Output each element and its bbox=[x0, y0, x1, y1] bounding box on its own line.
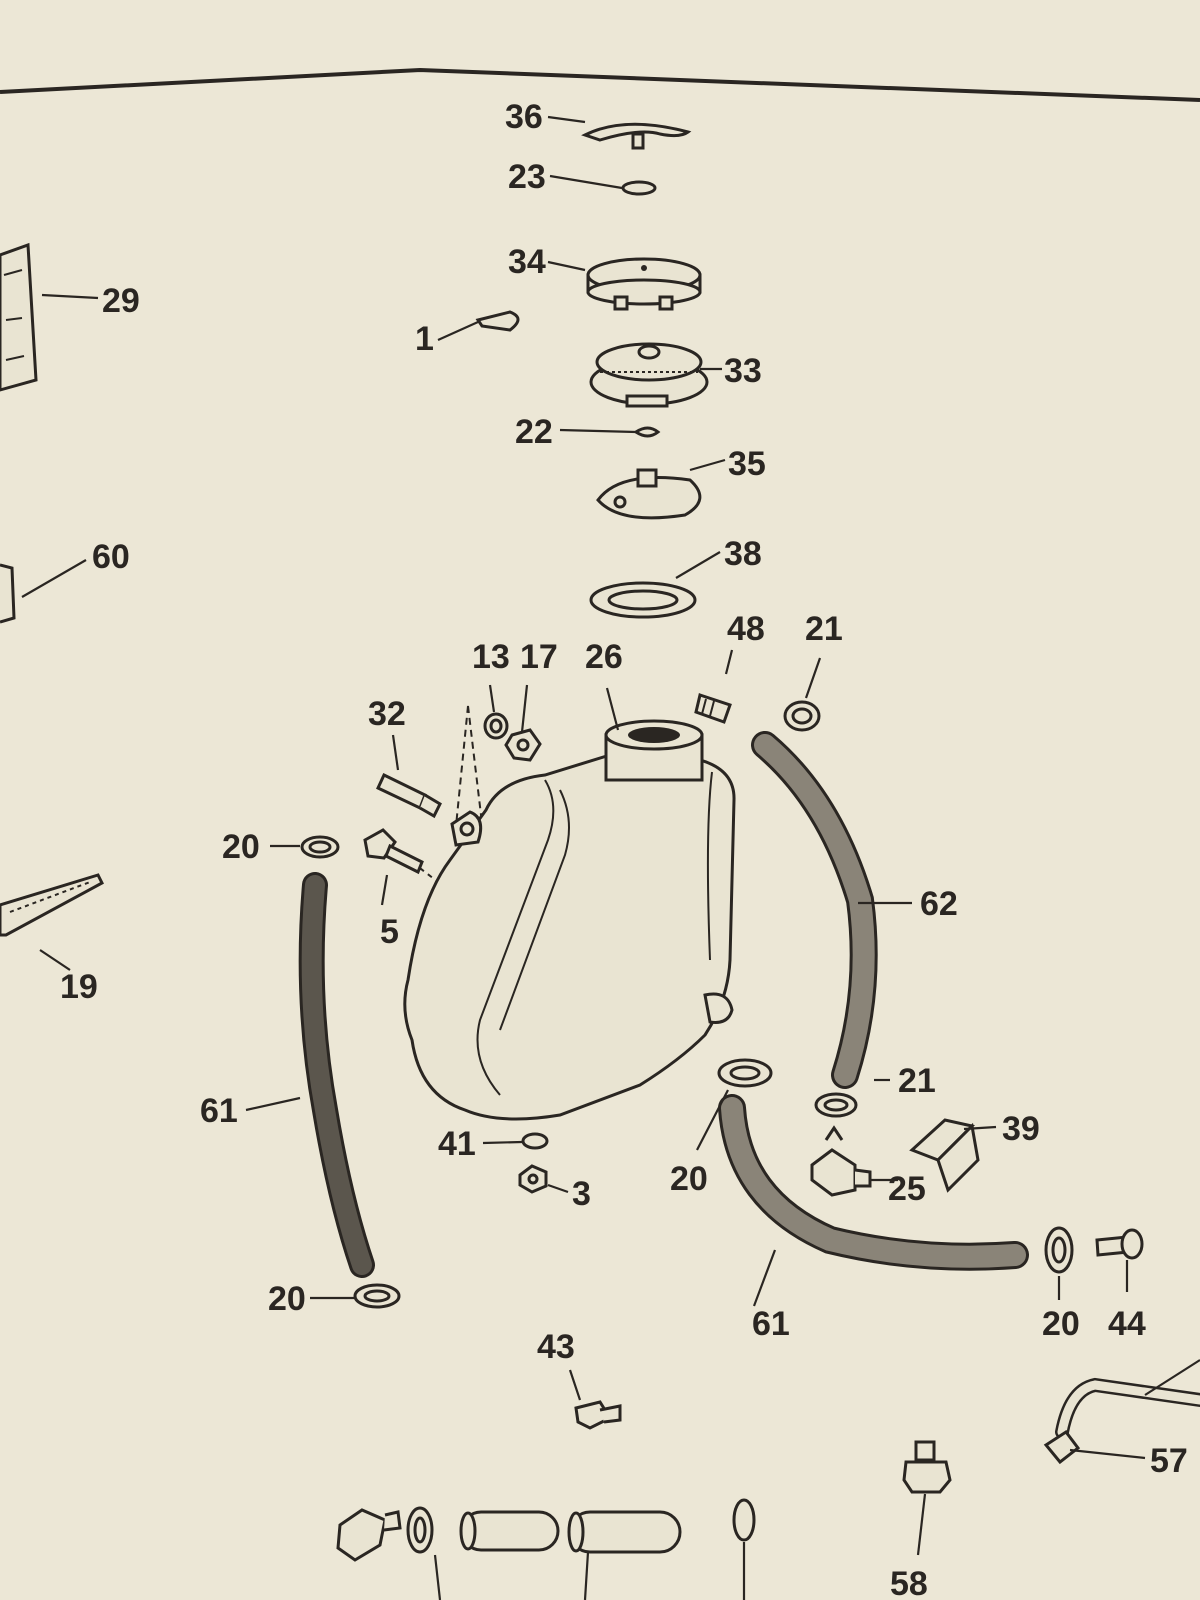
callout-21-lower: 21 bbox=[898, 1062, 936, 1100]
callout-25: 25 bbox=[888, 1170, 926, 1208]
clip-22 bbox=[633, 426, 661, 438]
gasket-38 bbox=[589, 581, 697, 619]
hose-61-left bbox=[298, 872, 375, 1278]
callout-22: 22 bbox=[515, 413, 553, 451]
bottom-clamp bbox=[406, 1506, 434, 1554]
callout-13: 13 bbox=[472, 638, 510, 676]
plug-58 bbox=[902, 1440, 952, 1494]
nut-17 bbox=[504, 728, 542, 762]
callout-57: 57 bbox=[1150, 1442, 1188, 1480]
bottom-hose-2 bbox=[567, 1510, 682, 1554]
fitting-48 bbox=[694, 693, 732, 724]
fitting-44 bbox=[1095, 1228, 1144, 1260]
cap-34 bbox=[586, 257, 702, 311]
key-36 bbox=[581, 122, 692, 150]
clamp-21-lower bbox=[814, 1092, 858, 1118]
washer-23 bbox=[621, 180, 657, 196]
clamp-20-right bbox=[1044, 1226, 1074, 1274]
callout-48: 48 bbox=[727, 610, 765, 648]
bottom-hose-1 bbox=[459, 1510, 560, 1552]
elbow-25 bbox=[810, 1125, 872, 1197]
bracket-39 bbox=[909, 1118, 980, 1193]
callout-62: 62 bbox=[920, 885, 958, 923]
page-top-rule bbox=[0, 67, 1200, 102]
hose-62 bbox=[751, 731, 878, 1089]
callout-35: 35 bbox=[728, 445, 766, 483]
callout-36: 36 bbox=[505, 98, 543, 136]
callout-44: 44 bbox=[1108, 1305, 1146, 1343]
bracket-60 bbox=[0, 563, 16, 624]
bolt-5 bbox=[363, 828, 424, 875]
callout-38: 38 bbox=[724, 535, 762, 573]
callout-20-lower-left: 20 bbox=[268, 1280, 306, 1318]
hose-61-bottom bbox=[718, 1094, 1029, 1271]
callout-43: 43 bbox=[537, 1328, 575, 1366]
callout-3: 3 bbox=[572, 1175, 591, 1213]
clamp-20-middle bbox=[717, 1058, 773, 1088]
clamp-21-upper bbox=[783, 700, 821, 732]
callout-5: 5 bbox=[380, 913, 399, 951]
pin-1 bbox=[475, 310, 520, 332]
callout-39: 39 bbox=[1002, 1110, 1040, 1148]
clamp-20-upper-left bbox=[300, 835, 340, 859]
callout-32: 32 bbox=[368, 695, 406, 733]
decal-29 bbox=[0, 242, 38, 392]
cap-body-33 bbox=[589, 342, 709, 408]
callout-34: 34 bbox=[508, 243, 546, 281]
bottom-elbow bbox=[336, 1508, 402, 1562]
callout-23: 23 bbox=[508, 158, 546, 196]
bottom-leaders bbox=[433, 1542, 746, 1600]
callout-20-right: 20 bbox=[1042, 1305, 1080, 1343]
callout-19: 19 bbox=[60, 968, 98, 1006]
callout-61-bottom: 61 bbox=[752, 1305, 790, 1343]
washer-41 bbox=[521, 1132, 549, 1150]
callout-1: 1 bbox=[415, 320, 434, 358]
leader-lines bbox=[21, 115, 1146, 1556]
callout-labels: 36 23 34 29 1 33 22 35 38 60 13 17 26 48… bbox=[60, 98, 1188, 1600]
bolt-32 bbox=[376, 772, 442, 819]
callout-61-left: 61 bbox=[200, 1092, 238, 1130]
callout-17: 17 bbox=[520, 638, 558, 676]
grommet-13 bbox=[483, 712, 509, 740]
callout-58: 58 bbox=[890, 1565, 928, 1600]
callout-26: 26 bbox=[585, 638, 623, 676]
callout-41: 41 bbox=[438, 1125, 476, 1163]
clamp-20-lower-left bbox=[353, 1283, 401, 1309]
callout-20-upper-left: 20 bbox=[222, 828, 260, 866]
callout-20-middle: 20 bbox=[670, 1160, 708, 1198]
strip-19 bbox=[0, 873, 104, 937]
callout-60: 60 bbox=[92, 538, 130, 576]
plate-35 bbox=[596, 468, 702, 520]
nut-3 bbox=[518, 1164, 548, 1194]
oil-tank-26 bbox=[403, 719, 736, 1121]
callout-29: 29 bbox=[102, 282, 140, 320]
fitting-43 bbox=[574, 1400, 622, 1430]
callout-21-upper: 21 bbox=[805, 610, 843, 648]
bottom-washer bbox=[732, 1498, 756, 1542]
callout-33: 33 bbox=[724, 352, 762, 390]
pipe-57 bbox=[1043, 1359, 1200, 1465]
